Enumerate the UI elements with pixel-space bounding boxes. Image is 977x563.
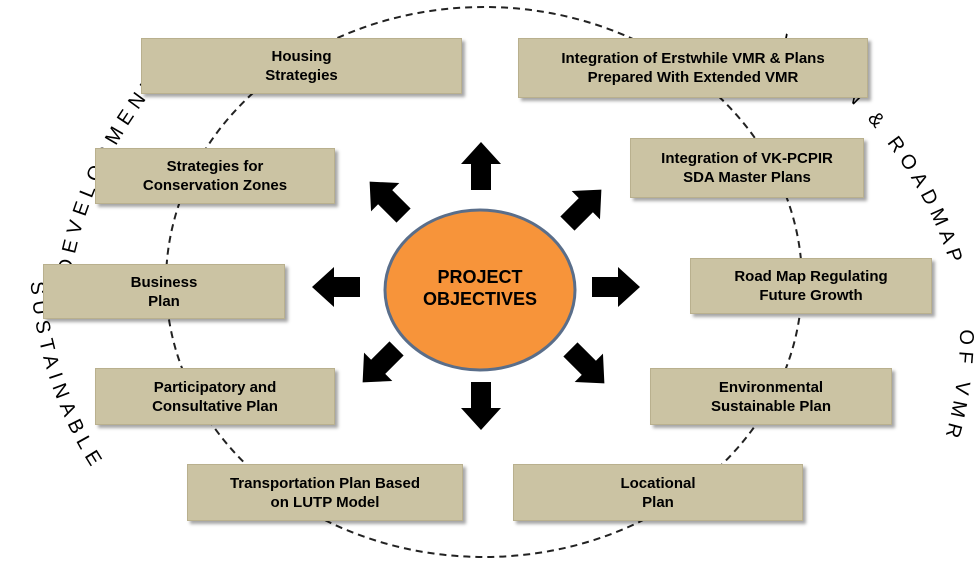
vk-pcpir-box: Integration of VK-PCPIR SDA Master Plans — [630, 138, 864, 198]
box-label-line-1: Locational — [620, 474, 696, 492]
box-label-line-2: Future Growth — [759, 287, 863, 304]
business-plan-box: Business Plan — [43, 264, 285, 319]
arrow-up-icon — [461, 142, 501, 190]
arrow-up-left-icon — [369, 181, 411, 223]
conservation-zones-box: Strategies for Conservation Zones — [95, 148, 335, 204]
box-label-line-2: Conservation Zones — [142, 177, 288, 194]
box-label-line-2: on LUTP Model — [270, 493, 380, 511]
box-label-line-1: Strategies for — [166, 158, 264, 175]
box-label-line-2: Plan — [642, 493, 674, 511]
box-label-line-1: Road Map Regulating — [734, 268, 888, 285]
locational-plan-box: Locational Plan — [513, 464, 803, 521]
box-label-line-1: Participatory and — [153, 378, 277, 396]
arrow-down-left-icon — [362, 341, 404, 383]
arrow-down-icon — [461, 382, 501, 430]
box-label-line-2: Prepared With Extended VMR — [587, 69, 799, 86]
box-label-line-2: Plan — [148, 292, 180, 310]
box-label-line-1: Integration of VK-PCPIR — [661, 150, 833, 167]
box-label-line-1: Integration of Erstwhile VMR & Plans — [561, 50, 825, 67]
arrow-left-icon — [312, 267, 360, 307]
road-map-box: Road Map Regulating Future Growth — [690, 258, 932, 314]
arrow-down-right-icon — [563, 342, 605, 384]
arrow-up-right-icon — [560, 189, 602, 231]
box-label-line-2: Sustainable Plan — [710, 397, 832, 415]
arc-label-of-vmr: OF VMR — [939, 329, 977, 446]
center-circle — [383, 208, 577, 372]
center-line-1: PROJECT — [437, 267, 522, 287]
box-label-line-2: SDA Master Plans — [683, 169, 811, 186]
arrow-right-icon — [592, 267, 640, 307]
box-label-line-2: Consultative Plan — [152, 397, 278, 415]
box-label-line-1: Environmental — [718, 378, 824, 396]
integration-vmr-box: Integration of Erstwhile VMR & Plans Pre… — [518, 38, 868, 98]
box-label-line-1: Transportation Plan Based — [229, 474, 421, 492]
environmental-plan-box: Environmental Sustainable Plan — [650, 368, 892, 425]
box-label-line-1: Business — [130, 273, 198, 291]
box-label-line-1: Housing — [271, 48, 332, 65]
participatory-plan-box: Participatory and Consultative Plan — [95, 368, 335, 425]
transportation-plan-box: Transportation Plan Based on LUTP Model — [187, 464, 463, 521]
box-label-line-2: Strategies — [265, 67, 338, 84]
center-line-2: OBJECTIVES — [423, 289, 537, 309]
housing-strategies-box: Housing Strategies — [141, 38, 462, 94]
